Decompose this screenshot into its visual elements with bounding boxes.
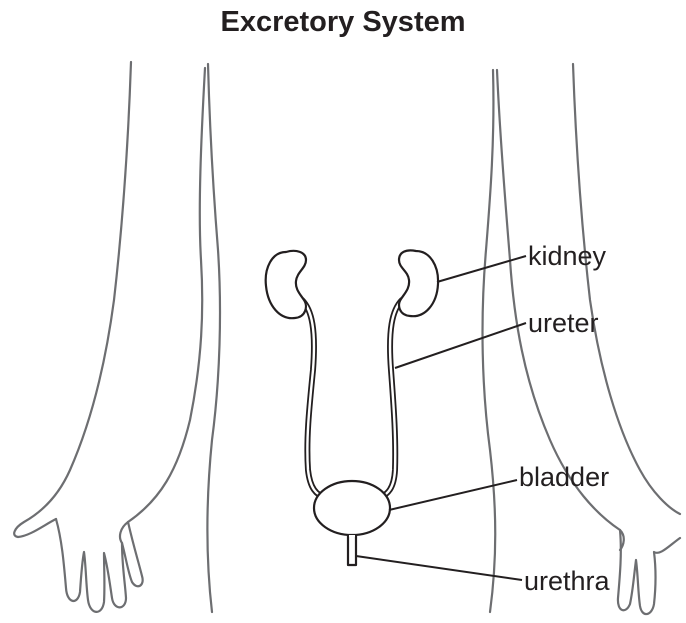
bladder (314, 481, 390, 535)
ureter-label: ureter (528, 308, 599, 338)
bladder-leader (389, 480, 517, 510)
right-kidney (399, 250, 438, 316)
kidney-leader (437, 256, 526, 282)
ureter-leader (395, 323, 526, 368)
left-kidney (266, 251, 306, 318)
left-torso-side (208, 64, 221, 612)
right-arm-outer (573, 64, 680, 514)
bladder-label: bladder (519, 462, 609, 492)
left-arm-inner (120, 68, 205, 543)
right-torso-side (483, 70, 496, 612)
left-hand (56, 519, 143, 612)
left-arm-outer (14, 62, 131, 537)
urethra-leader (356, 556, 522, 580)
urethra-label: urethra (524, 566, 611, 596)
right-hand (618, 530, 680, 614)
ureters (302, 300, 402, 498)
kidney-label: kidney (528, 241, 607, 271)
